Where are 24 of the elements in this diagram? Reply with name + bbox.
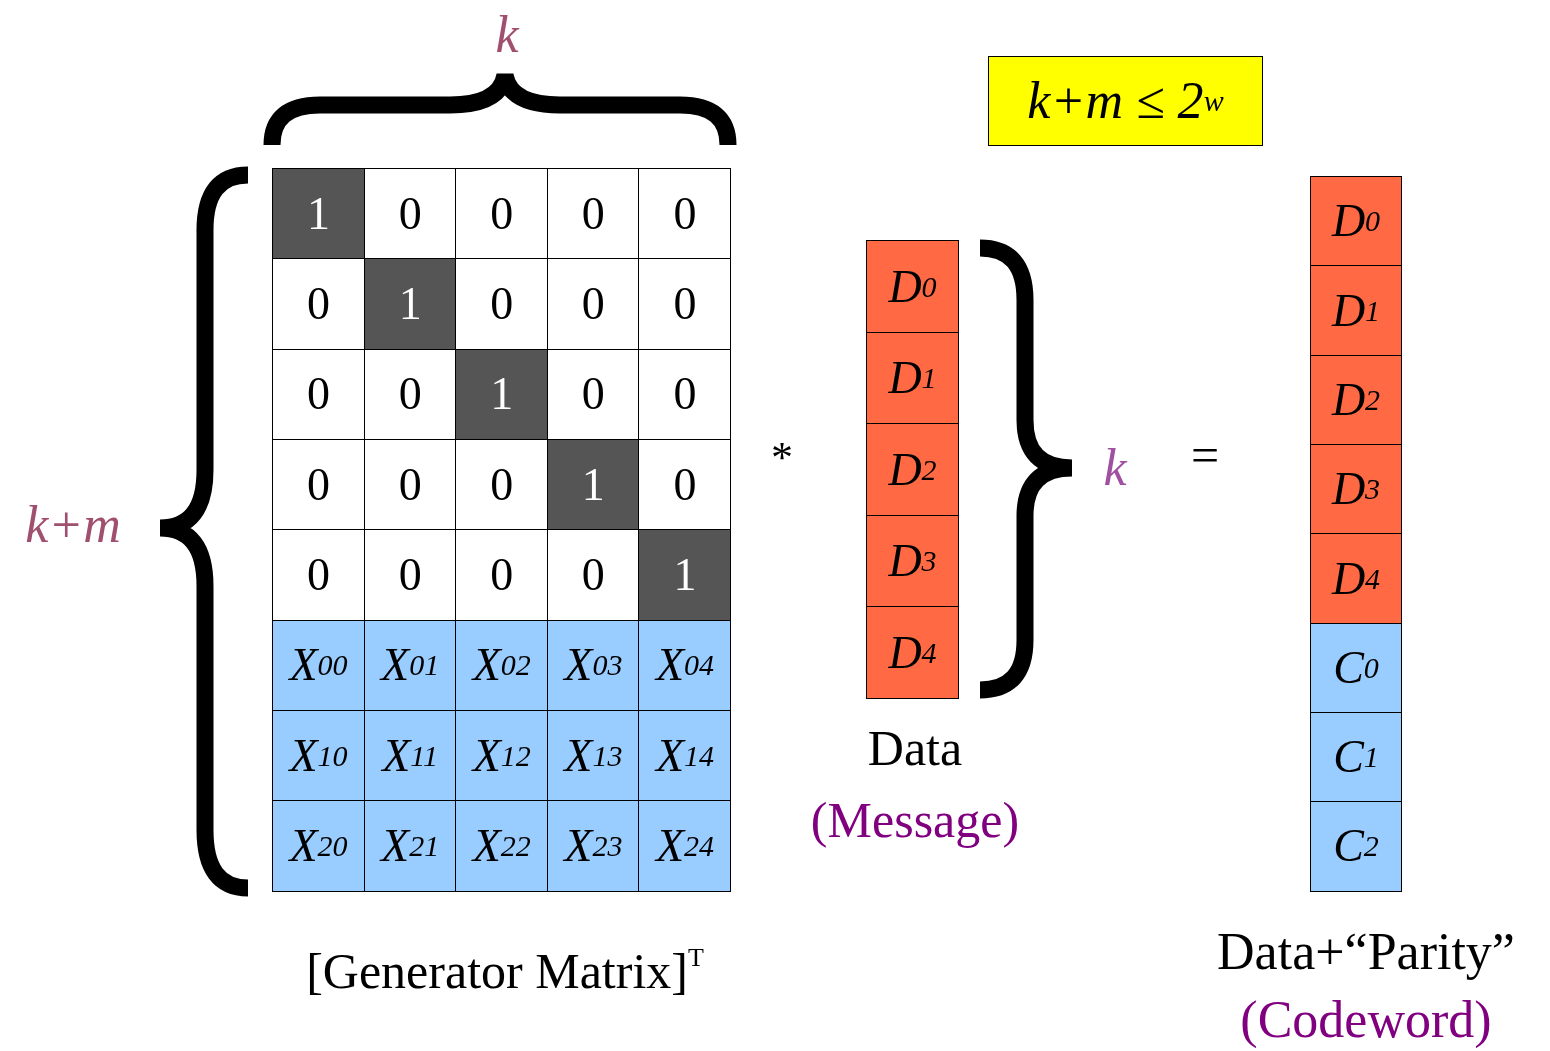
matrix-cell: 0 bbox=[272, 529, 366, 621]
dimension-label: k+m bbox=[25, 499, 121, 551]
matrix-cell: 1 bbox=[546, 438, 640, 531]
matrix-cell: 0 bbox=[455, 258, 549, 351]
dimension-label: k bbox=[1103, 442, 1127, 494]
matrix-cell: 1 bbox=[272, 168, 366, 260]
matrix-cell: 1 bbox=[638, 529, 732, 621]
formula-box: k+m ≤ 2$^{w}$ bbox=[988, 56, 1263, 146]
caption-text: Data+“Parity” bbox=[1217, 926, 1515, 978]
matrix-cell: 0 bbox=[272, 258, 366, 351]
operator-symbol: = bbox=[1190, 430, 1220, 480]
caption-text: [Generator Matrix]$^{T}$ bbox=[306, 944, 704, 996]
matrix-cell: 0 bbox=[455, 529, 549, 621]
matrix-cell: 0 bbox=[638, 348, 732, 441]
matrix-cell: 0 bbox=[455, 168, 549, 260]
caption-text: (Codeword) bbox=[1240, 994, 1492, 1046]
dimension-label: k bbox=[495, 9, 519, 61]
matrix-cell: 1 bbox=[455, 348, 549, 441]
operator-symbol: * bbox=[771, 436, 793, 480]
matrix-cell: 0 bbox=[638, 168, 732, 260]
matrix-cell: 1 bbox=[363, 258, 457, 351]
matrix-cell: 0 bbox=[638, 258, 732, 351]
caption-text: Data bbox=[867, 723, 963, 773]
matrix-cell: 0 bbox=[638, 438, 732, 531]
